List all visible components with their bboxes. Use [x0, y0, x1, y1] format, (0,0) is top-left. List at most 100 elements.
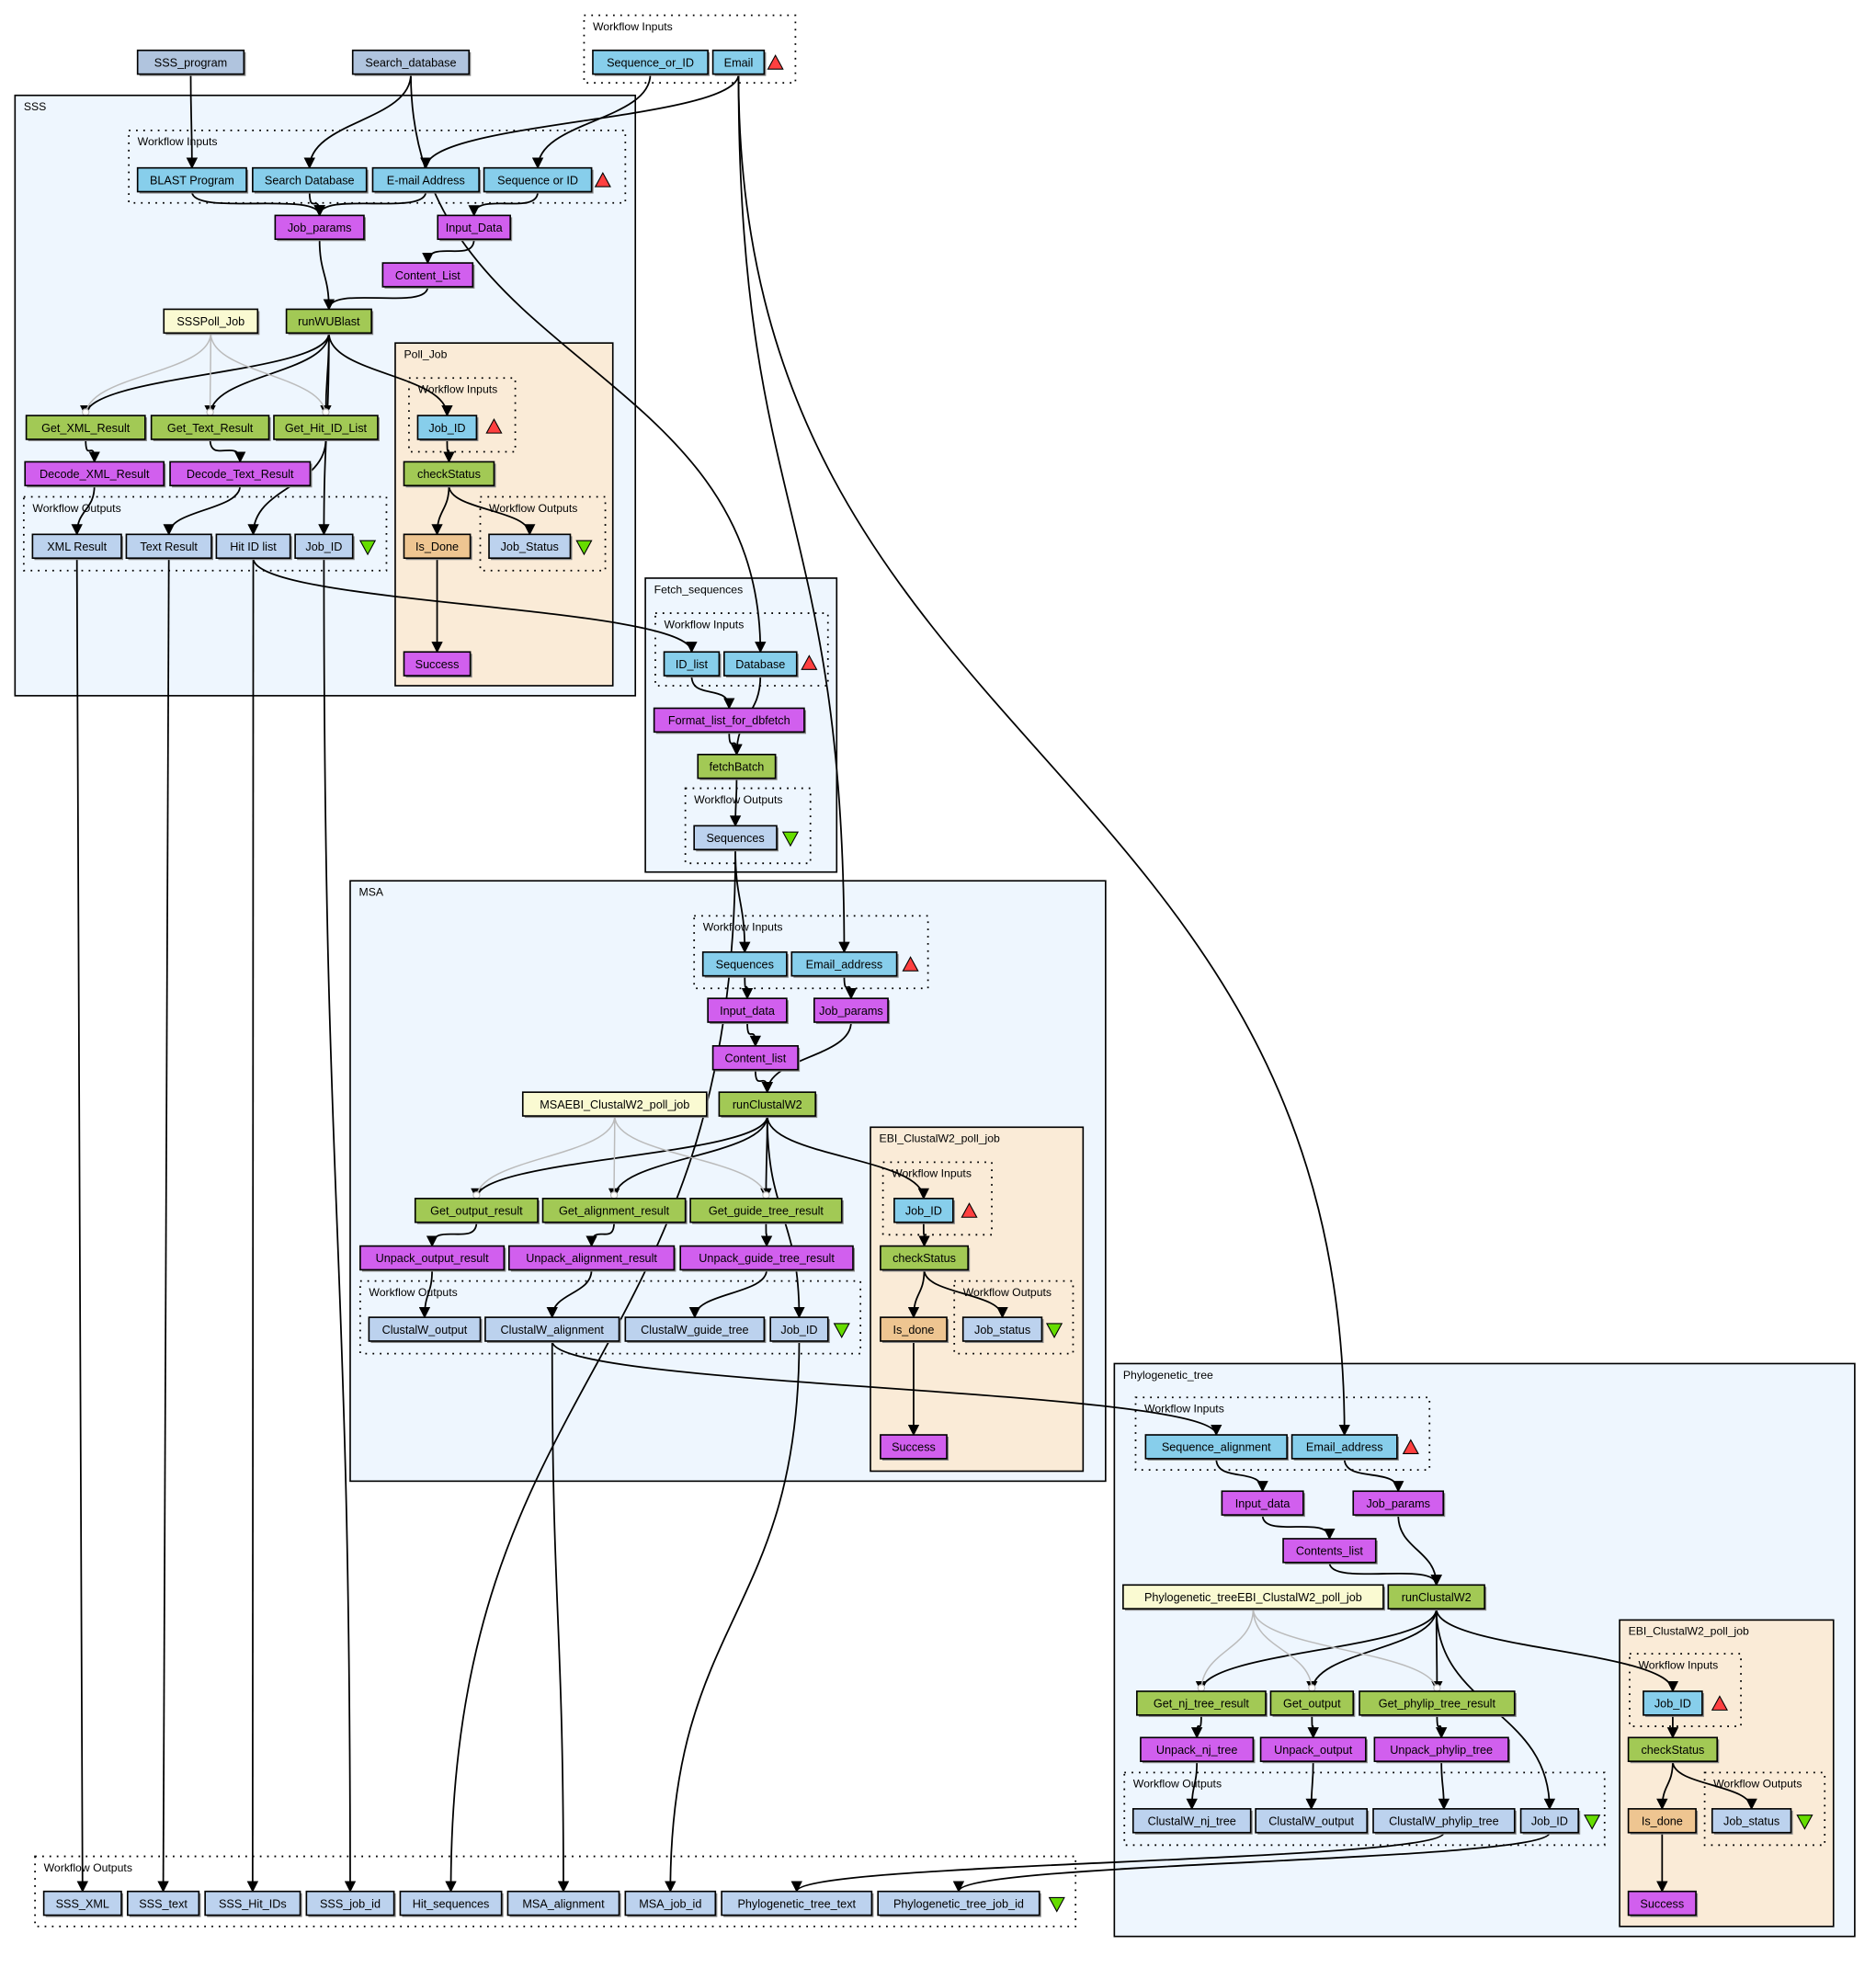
- node-p-success[interactable]: Success: [403, 651, 472, 678]
- node-o-ssstext[interactable]: SSS_text: [126, 1890, 201, 1917]
- node-o-phytext[interactable]: Phylogenetic_tree_text: [721, 1890, 874, 1917]
- node-o-sssxml[interactable]: SSS_XML: [42, 1890, 124, 1917]
- output-port-triangle-icon: [833, 1323, 850, 1339]
- node-tp-jobid[interactable]: Job_ID: [1643, 1690, 1704, 1717]
- data-link-p_jobid-to-p_check: [443, 438, 455, 463]
- input-port-triangle-icon: [485, 418, 503, 434]
- node-t-email[interactable]: Email_address: [1290, 1434, 1399, 1461]
- node-s-decxml[interactable]: Decode_XML_Result: [24, 461, 166, 488]
- node-t-cwnj[interactable]: ClustalW_nj_tree: [1131, 1808, 1253, 1835]
- node-o-msajob[interactable]: MSA_job_id: [624, 1890, 718, 1917]
- node-mp-check[interactable]: checkStatus: [880, 1245, 971, 1272]
- node-s-jobid[interactable]: Job_ID: [294, 533, 355, 561]
- node-m-seqs[interactable]: Sequences: [701, 950, 789, 978]
- node-m-pollnode[interactable]: MSAEBI_ClustalW2_poll_job: [521, 1091, 709, 1119]
- node-s-searchdb[interactable]: Search Database: [252, 166, 369, 194]
- node-m-contentlist[interactable]: Content_list: [711, 1045, 801, 1072]
- node-m-jobparams[interactable]: Job_params: [813, 997, 891, 1025]
- node-box: [1282, 1538, 1377, 1564]
- node-m-unpguide[interactable]: Unpack_guide_tree_result: [679, 1245, 856, 1272]
- node-mp-jobid[interactable]: Job_ID: [893, 1198, 955, 1224]
- node-f-fetch[interactable]: fetchBatch: [697, 754, 778, 780]
- node-mp-success[interactable]: Success: [880, 1434, 949, 1461]
- node-t-getnj[interactable]: Get_nj_tree_result: [1136, 1690, 1268, 1717]
- node-o-msaaln[interactable]: MSA_alignment: [506, 1890, 621, 1917]
- node-label: Job_params: [1366, 1497, 1430, 1510]
- node-f-format[interactable]: Format_list_for_dbfetch: [653, 707, 806, 734]
- node-f-db[interactable]: Database: [723, 651, 799, 678]
- node-mp-isdone[interactable]: Is_done: [880, 1316, 949, 1344]
- node-tp-check[interactable]: checkStatus: [1627, 1736, 1720, 1764]
- node-m-jobid[interactable]: Job_ID: [769, 1316, 830, 1344]
- node-sequence-or-id[interactable]: Sequence_or_ID: [592, 49, 711, 76]
- node-f-seqs[interactable]: Sequences: [693, 825, 779, 852]
- node-box: [403, 651, 472, 677]
- node-t-pollnode[interactable]: Phylogenetic_treeEBI_ClustalW2_poll_job: [1122, 1584, 1385, 1611]
- node-m-inputdata[interactable]: Input_data: [707, 997, 789, 1025]
- node-s-inputdata[interactable]: Input_Data: [437, 214, 513, 242]
- node-s-contentlist[interactable]: Content_List: [381, 262, 475, 289]
- node-t-getout[interactable]: Get_output: [1269, 1690, 1356, 1717]
- node-t-seqaln[interactable]: Sequence_alignment: [1144, 1434, 1290, 1461]
- node-o-phyjob[interactable]: Phylogenetic_tree_job_id: [877, 1890, 1041, 1917]
- node-p-jobid[interactable]: Job_ID: [416, 415, 479, 441]
- node-t-inputdata[interactable]: Input_data: [1221, 1490, 1305, 1518]
- node-t-unpnj[interactable]: Unpack_nj_tree: [1140, 1736, 1256, 1764]
- node-s-blast[interactable]: BLAST Program: [136, 166, 249, 194]
- node-s-email[interactable]: E-mail Address: [371, 166, 482, 194]
- node-s-gethit[interactable]: Get_Hit_ID_List: [273, 415, 380, 441]
- node-p-jobstatus[interactable]: Job_Status: [488, 533, 573, 561]
- data-link-s_inputdata-to-s_contentlist: [422, 239, 475, 265]
- node-m-email[interactable]: Email_address: [790, 950, 899, 978]
- node-box: [1372, 1808, 1516, 1834]
- node-t-getphy[interactable]: Get_phylip_tree_result: [1359, 1690, 1517, 1717]
- node-s-hitlist[interactable]: Hit ID list: [215, 533, 292, 561]
- node-f-idlist[interactable]: ID_list: [663, 651, 722, 678]
- node-mp-jobstatus[interactable]: Job_status: [961, 1316, 1044, 1344]
- node-search-database[interactable]: Search_database: [351, 49, 472, 76]
- node-s-run[interactable]: runWUBlast: [285, 308, 374, 336]
- node-s-jobparams[interactable]: Job_params: [274, 214, 366, 242]
- node-s-getxml[interactable]: Get_XML_Result: [25, 415, 147, 441]
- node-label: Format_list_for_dbfetch: [668, 714, 790, 727]
- cluster-label: Workflow Outputs: [44, 1861, 132, 1874]
- node-s-xmlres[interactable]: XML Result: [31, 533, 124, 561]
- node-m-cwout[interactable]: ClustalW_output: [368, 1316, 483, 1344]
- node-o-hitseq[interactable]: Hit_sequences: [399, 1890, 504, 1917]
- node-t-unpphy[interactable]: Unpack_phylip_tree: [1373, 1736, 1511, 1764]
- data-link-m_unpout-to-m_cwout: [418, 1269, 433, 1319]
- node-email[interactable]: Email: [711, 49, 767, 76]
- node-o-sssjob[interactable]: SSS_job_id: [305, 1890, 396, 1917]
- node-t-jobparams[interactable]: Job_params: [1352, 1490, 1446, 1518]
- node-sss-program[interactable]: SSS_program: [136, 49, 246, 76]
- node-s-dectext[interactable]: Decode_Text_Result: [169, 461, 313, 488]
- node-m-cwguide[interactable]: ClustalW_guide_tree: [624, 1316, 767, 1344]
- node-label: Get_Hit_ID_List: [285, 422, 368, 435]
- node-m-cwaln[interactable]: ClustalW_alignment: [484, 1316, 621, 1344]
- node-m-unpout[interactable]: Unpack_output_result: [359, 1245, 506, 1272]
- node-m-unpaln[interactable]: Unpack_alignment_result: [507, 1245, 676, 1272]
- node-t-run[interactable]: runClustalW2: [1387, 1584, 1487, 1611]
- node-label: Get_output: [1283, 1698, 1341, 1711]
- node-s-gettext[interactable]: Get_Text_Result: [150, 415, 271, 441]
- node-m-getaln[interactable]: Get_alignment_result: [541, 1198, 688, 1224]
- node-tp-isdone[interactable]: Is_done: [1627, 1808, 1699, 1835]
- node-tp-success[interactable]: Success: [1627, 1890, 1699, 1917]
- node-s-pollnode[interactable]: SSSPoll_Job: [163, 308, 260, 336]
- node-m-getout[interactable]: Get_output_result: [414, 1198, 540, 1224]
- cluster-frame: [1134, 1396, 1431, 1472]
- node-t-contentslist[interactable]: Contents_list: [1282, 1538, 1378, 1564]
- node-t-cwphy[interactable]: ClustalW_phylip_tree: [1372, 1808, 1517, 1835]
- node-m-getguide[interactable]: Get_guide_tree_result: [689, 1198, 844, 1224]
- node-p-isdone[interactable]: Is_Done: [403, 533, 472, 561]
- node-o-ssshit[interactable]: SSS_Hit_IDs: [204, 1890, 302, 1917]
- node-tp-jobstatus[interactable]: Job_status: [1711, 1808, 1793, 1835]
- node-t-unpout[interactable]: Unpack_output: [1259, 1736, 1368, 1764]
- node-t-jobid[interactable]: Job_ID: [1519, 1808, 1581, 1835]
- node-s-seq[interactable]: Sequence or ID: [483, 166, 594, 194]
- node-m-run[interactable]: runClustalW2: [718, 1091, 818, 1119]
- node-s-textres[interactable]: Text Result: [125, 533, 213, 561]
- node-p-check[interactable]: checkStatus: [403, 461, 496, 488]
- node-box: [1131, 1808, 1252, 1834]
- node-t-cwout[interactable]: ClustalW_output: [1255, 1808, 1370, 1835]
